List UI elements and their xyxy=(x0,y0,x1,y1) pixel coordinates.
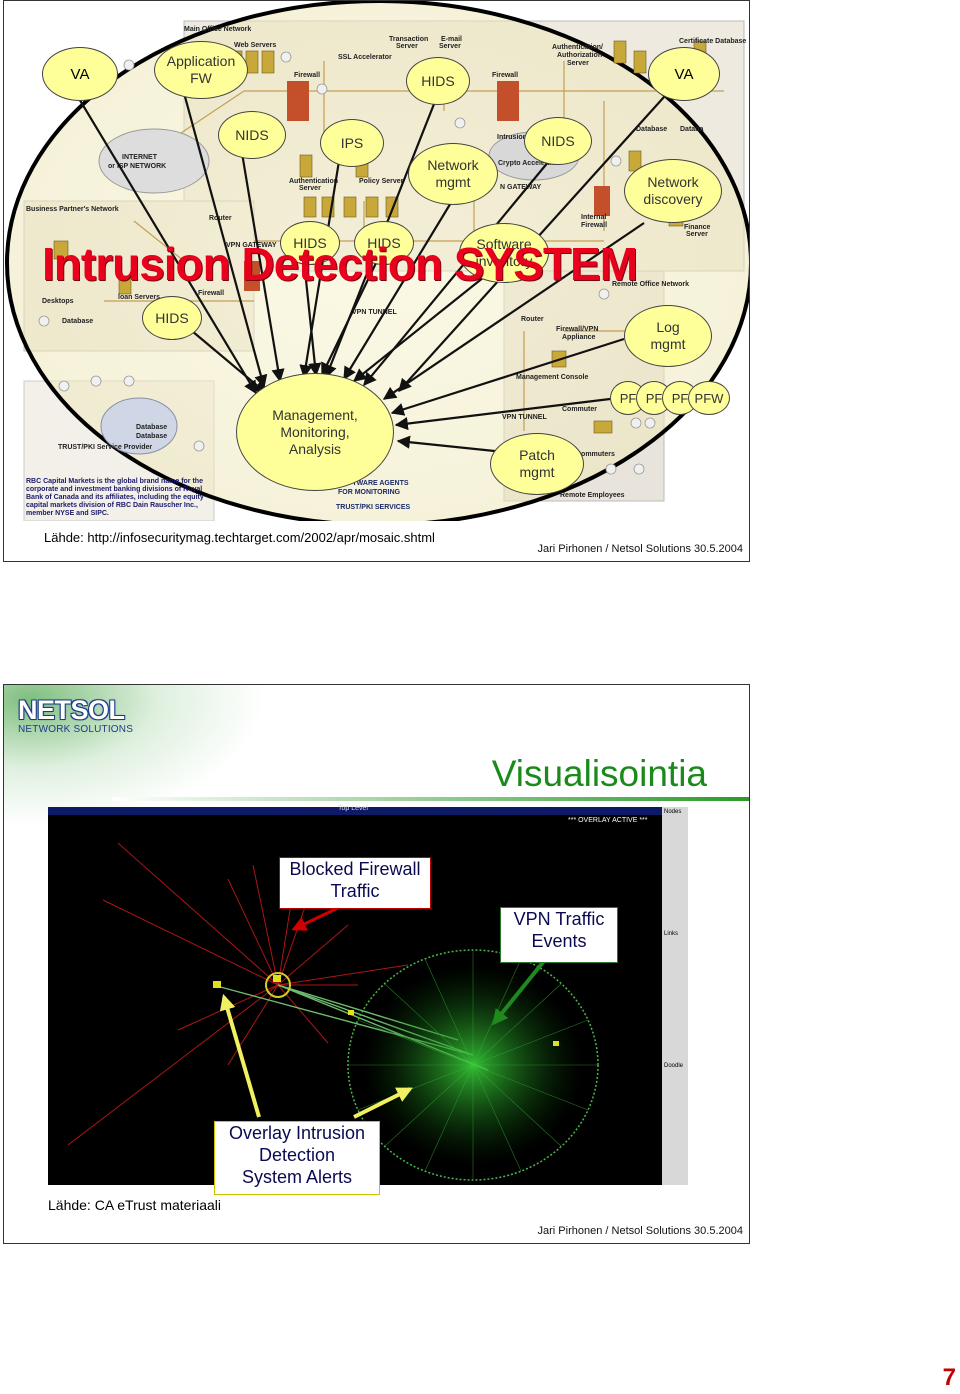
svg-text:capital markets division of RB: capital markets division of RBC Dain Rau… xyxy=(26,502,198,509)
bubble-va-right: VA xyxy=(648,47,720,101)
svg-text:corporate and investment banki: corporate and investment banking divisio… xyxy=(26,486,202,493)
svg-text:VPN TUNNEL: VPN TUNNEL xyxy=(352,309,397,316)
callout-overlay-ids: Overlay Intrusion Detection System Alert… xyxy=(214,1121,380,1195)
logo-sub-text: NETWORK SOLUTIONS xyxy=(18,724,134,735)
svg-text:Commuters: Commuters xyxy=(576,451,615,458)
svg-text:Appliance: Appliance xyxy=(562,334,596,341)
page-number: 7 xyxy=(942,1364,956,1391)
svg-text:Commuter: Commuter xyxy=(562,406,597,413)
svg-text:Main Office Network: Main Office Network xyxy=(184,26,251,33)
svg-text:Firewall: Firewall xyxy=(581,222,607,229)
slide-title: Intrusion Detection SYSTEM xyxy=(42,238,638,290)
svg-text:Remote Office Network: Remote Office Network xyxy=(612,281,689,288)
bubble-network-mgmt: Network mgmt xyxy=(408,143,498,205)
logo-main-text: NETSOL xyxy=(18,695,125,725)
bubble-management: Management, Monitoring, Analysis xyxy=(236,373,394,491)
callout-blocked-firewall: Blocked Firewall Traffic xyxy=(279,857,431,909)
svg-text:Databa: Databa xyxy=(680,126,703,133)
svg-text:Intrusion: Intrusion xyxy=(497,134,527,141)
bubble-software-inventory: Software inventory xyxy=(459,223,549,283)
svg-text:Certificate Database: Certificate Database xyxy=(679,38,746,45)
slide-title: Visualisointia xyxy=(491,753,707,794)
title-underline xyxy=(112,797,749,801)
svg-text:Database: Database xyxy=(62,318,93,325)
svg-text:SSL Accelerator: SSL Accelerator xyxy=(338,54,392,61)
bubble-hids-mid2: HIDS xyxy=(354,221,414,265)
logo-background-glow xyxy=(4,685,264,825)
svg-text:Firewall/VPN: Firewall/VPN xyxy=(556,326,598,333)
bubble-network-discovery: Network discovery xyxy=(624,159,722,223)
slide-intrusion-detection: Main Office Network Web Servers Transact… xyxy=(3,0,750,562)
svg-text:Policy Server: Policy Server xyxy=(359,178,404,185)
bubble-nids-right: NIDS xyxy=(524,117,592,165)
bubble-application-fw: Application FW xyxy=(154,41,248,99)
bubble-hids-left: HIDS xyxy=(142,296,202,340)
svg-text:Management Console: Management Console xyxy=(516,374,588,381)
svg-text:Database: Database xyxy=(136,424,167,431)
svg-text:loan Servers: loan Servers xyxy=(118,294,160,301)
svg-text:RBC Capital Markets is the glo: RBC Capital Markets is the global brand … xyxy=(26,478,203,485)
overlay-banner: *** OVERLAY ACTIVE *** xyxy=(568,817,648,824)
source-text: Lähde: CA eTrust materiaali xyxy=(48,1197,222,1213)
side-label-doodle: Doodle xyxy=(664,1063,684,1069)
svg-text:Desktops: Desktops xyxy=(42,298,74,305)
svg-text:or ISP NETWORK: or ISP NETWORK xyxy=(108,163,166,170)
svg-text:Server: Server xyxy=(299,185,321,192)
source-link[interactable]: Lähde: http://infosecuritymag.techtarget… xyxy=(44,530,435,545)
svg-text:Transaction: Transaction xyxy=(389,36,428,43)
bubble-hids-mid1: HIDS xyxy=(280,221,340,265)
svg-text:N GATEWAY: N GATEWAY xyxy=(500,184,542,191)
svg-text:Remote Employees: Remote Employees xyxy=(560,492,625,499)
slide-visualisointia: NETSOL NETWORK SOLUTIONS Visualisointia … xyxy=(3,684,750,1244)
svg-text:Firewall: Firewall xyxy=(294,72,320,79)
bubble-hids-top: HIDS xyxy=(406,57,470,105)
svg-text:Business Partner's Network: Business Partner's Network xyxy=(26,206,119,213)
svg-text:Bank of Canada and its affilia: Bank of Canada and its affiliates, inclu… xyxy=(26,494,204,501)
side-label-links: Links xyxy=(664,931,679,937)
svg-text:Firewall: Firewall xyxy=(198,290,224,297)
svg-text:Server: Server xyxy=(396,43,418,50)
svg-text:member NYSE and SIPC.: member NYSE and SIPC. xyxy=(26,510,109,517)
svg-text:Server: Server xyxy=(567,60,589,67)
svg-text:E-mail: E-mail xyxy=(441,36,462,43)
svg-text:Database: Database xyxy=(636,126,667,133)
svg-text:Database: Database xyxy=(136,433,167,440)
side-label-nodes: Nodes xyxy=(664,809,682,815)
svg-text:Web Servers: Web Servers xyxy=(234,42,276,49)
svg-text:Finance: Finance xyxy=(684,224,711,231)
screen-title: Top Level xyxy=(338,805,368,812)
svg-text:INTERNET: INTERNET xyxy=(122,154,158,161)
svg-text:FOR MONITORING: FOR MONITORING xyxy=(338,489,401,496)
svg-text:Router: Router xyxy=(209,215,232,222)
svg-text:SOFTWARE AGENTS: SOFTWARE AGENTS xyxy=(338,480,409,487)
svg-text:TRUST/PKI Service Provider: TRUST/PKI Service Provider xyxy=(58,444,152,451)
bubble-patch-mgmt: Patch mgmt xyxy=(490,433,584,495)
callout-vpn-traffic: VPN Traffic Events xyxy=(500,907,618,963)
bubble-nids-left: NIDS xyxy=(218,111,286,159)
svg-text:Authentication/: Authentication/ xyxy=(552,44,603,51)
svg-text:TRUST/PKI SERVICES: TRUST/PKI SERVICES xyxy=(336,504,410,511)
svg-text:Router: Router xyxy=(521,316,544,323)
svg-text:Internal: Internal xyxy=(581,214,606,221)
svg-text:Authentication: Authentication xyxy=(289,178,338,185)
svg-text:Firewall: Firewall xyxy=(492,72,518,79)
bubble-log-mgmt: Log mgmt xyxy=(624,305,712,367)
bubble-va-left: VA xyxy=(42,47,118,101)
netsol-logo: NETSOL NETWORK SOLUTIONS xyxy=(18,695,133,735)
slide-footer: Jari Pirhonen / Netsol Solutions 30.5.20… xyxy=(537,1225,743,1237)
svg-text:Authorization: Authorization xyxy=(557,52,602,59)
svg-text:Server: Server xyxy=(439,43,461,50)
slide-footer: Jari Pirhonen / Netsol Solutions 30.5.20… xyxy=(537,543,743,555)
svg-text:Crypto Accelerator: Crypto Accelerator xyxy=(498,160,561,167)
screen-side-panel: Nodes Links Doodle xyxy=(662,807,688,1185)
svg-text:Server: Server xyxy=(686,231,708,238)
svg-text:VPN TUNNEL: VPN TUNNEL xyxy=(502,414,547,421)
bubble-pfw: PFW xyxy=(688,381,730,415)
svg-text:VPN GATEWAY: VPN GATEWAY xyxy=(226,242,277,249)
screen-title-bar: Top Level xyxy=(48,805,662,815)
bubble-ips: IPS xyxy=(320,119,384,167)
